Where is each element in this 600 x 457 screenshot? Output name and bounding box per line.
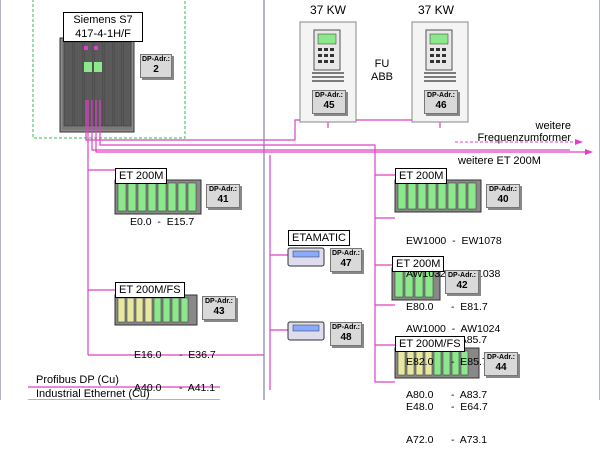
et200mfs-44-rack — [394, 347, 480, 379]
right-cabinet-frame — [263, 0, 600, 400]
dp-number: 43 — [213, 306, 225, 317]
dp-caption: DP-Adr.: — [315, 92, 343, 99]
io-line: E82.0 - E85.7 — [406, 356, 488, 368]
fu-label: FU ABB — [362, 58, 402, 84]
et200mfs-44-dp-badge: DP-Adr.: 44 — [484, 352, 518, 376]
drive-46-power: 37 KW — [418, 3, 455, 17]
fu-line2: ABB — [370, 71, 393, 83]
weitere-fu-label: weitere Frequenzumformer — [455, 120, 571, 144]
et200m-41-rack — [114, 179, 202, 215]
dp-caption: DP-Adr.: — [332, 324, 360, 331]
et200m-42-io: AW1000 - AW1024 E82.0 - E85.7 A80.0 - A8… — [406, 302, 500, 412]
dp-caption: DP-Adr.: — [332, 250, 360, 257]
et200m-40-rack — [394, 179, 482, 213]
dp-caption: DP-Adr.: — [487, 354, 515, 361]
fu-line1: FU — [374, 58, 390, 70]
et200m-41-io: E0.0 - E15.7 — [130, 216, 195, 228]
weitere-line2: Frequenzumformer — [477, 132, 571, 144]
et200m-42-title: ET 200M — [392, 256, 445, 272]
et200mfs-44-title: ET 200M/FS — [395, 336, 465, 352]
et200m-42-rack — [391, 267, 441, 301]
dp-caption: DP-Adr.: — [427, 92, 455, 99]
io-line: A80.0 - A83.7 — [406, 389, 488, 401]
et200mfs-44-io: E48.0 - E64.7 A72.0 - A73.1 — [406, 380, 488, 457]
network-diagram — [0, 0, 600, 400]
et200mfs-43-rack — [114, 294, 198, 326]
drive-45-power: 37 KW — [310, 3, 347, 17]
et200mfs-43-dp-badge: DP-Adr.: 43 — [202, 296, 236, 320]
et200m-40-title: ET 200M — [395, 168, 448, 184]
weitere-et-label: weitere ET 200M — [458, 155, 541, 167]
dp-number: 40 — [497, 194, 509, 205]
dp-number: 2 — [153, 64, 159, 75]
io-line: E16.0 - E36.7 — [134, 349, 216, 361]
io-line: E80.0 - E81.7 — [406, 301, 488, 313]
dp-number: 42 — [456, 280, 468, 291]
etamatic-47-dp-badge: DP-Adr.: 47 — [330, 248, 362, 272]
etamatic-48-device — [287, 321, 325, 341]
dp-caption: DP-Adr.: — [448, 272, 476, 279]
et200m-41-dp-badge: DP-Adr.: 41 — [206, 184, 240, 208]
et200m-40-dp-badge: DP-Adr.: 40 — [486, 184, 520, 208]
plc-name-line1: Siemens S7 — [73, 14, 133, 26]
ethernet-dashed-box — [32, 0, 186, 139]
et200m-41-title: ET 200M — [115, 168, 168, 184]
io-line: E48.0 - E64.7 — [406, 401, 488, 413]
plc-title: Siemens S7 417-4-1H/F — [63, 12, 143, 42]
dp-caption: DP-Adr.: — [205, 298, 233, 305]
io-line: A40.0 - A41.1 — [134, 382, 216, 394]
drive-45-dp-badge: DP-Adr.: 45 — [312, 90, 346, 114]
etamatic-47-device — [287, 247, 325, 267]
weitere-line1: weitere — [535, 120, 571, 132]
et200m-42-dp-badge: DP-Adr.: 42 — [445, 270, 479, 294]
dp-number: 45 — [323, 100, 335, 111]
io-line: EW1000 - EW1078 — [406, 235, 502, 247]
legend-profibus: Profibus DP (Cu) — [36, 374, 119, 386]
plc-name-line2: 417-4-1H/F — [75, 28, 131, 40]
plc-dp-badge: DP-Adr.: 2 — [140, 54, 172, 78]
et200mfs-43-io: E16.0 - E36.7 A40.0 - A41.1 — [134, 328, 216, 405]
etamatic-title: ETAMATIC — [288, 230, 350, 246]
dp-number: 41 — [217, 194, 229, 205]
io-line: AW1000 - AW1024 — [406, 323, 501, 335]
et200mfs-43-title: ET 200M/FS — [115, 282, 185, 298]
io-line: A72.0 - A73.1 — [406, 434, 488, 446]
dp-number: 44 — [495, 362, 507, 373]
plc-rack — [59, 37, 135, 133]
dp-number: 48 — [340, 332, 352, 343]
dp-caption: DP-Adr.: — [142, 56, 170, 63]
dp-caption: DP-Adr.: — [489, 186, 517, 193]
legend-ethernet: Industrial Ethernet (Cu) — [36, 388, 150, 400]
dp-caption: DP-Adr.: — [209, 186, 237, 193]
drive-46-dp-badge: DP-Adr.: 46 — [424, 90, 458, 114]
dp-number: 46 — [435, 100, 447, 111]
dp-number: 47 — [340, 258, 352, 269]
etamatic-48-dp-badge: DP-Adr.: 48 — [330, 322, 362, 346]
